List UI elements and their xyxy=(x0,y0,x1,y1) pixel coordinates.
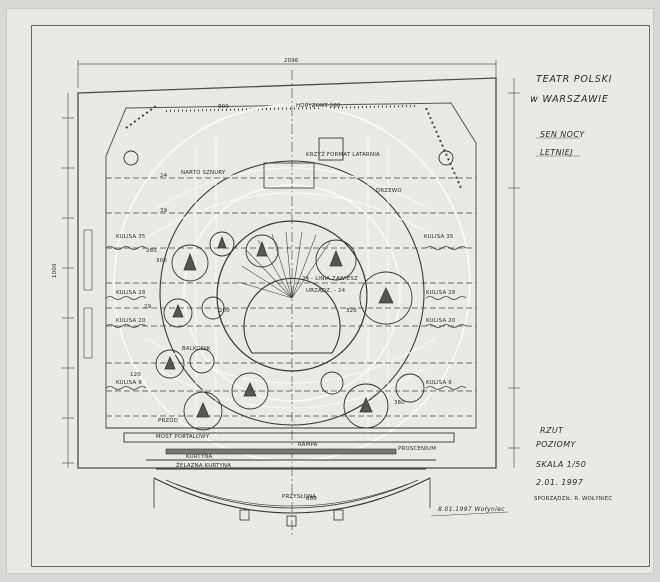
hatch-left xyxy=(125,105,157,129)
batten-24: 24 xyxy=(160,173,168,179)
right-ruler xyxy=(508,78,520,468)
dim-top-width: 2096 xyxy=(284,58,299,64)
play-title-1: SEN NOCY xyxy=(540,130,585,139)
num-120: 120 xyxy=(130,372,141,378)
krzyz-label: KRZYŻ FORMAT LATARNIA xyxy=(306,152,380,158)
left-ruler xyxy=(62,93,93,468)
drawing-type-1: RZUT xyxy=(540,426,564,435)
kulisa-20-left: KULISA 20 xyxy=(116,318,146,324)
dim-800: 800 xyxy=(218,104,229,110)
proscenium-label: PROSCENIUM xyxy=(398,446,437,452)
date-label: 2.01. 1997 xyxy=(536,478,584,487)
num-300: 300 xyxy=(156,258,167,264)
num-280: 280 xyxy=(146,248,157,254)
num-200: 200 xyxy=(219,308,230,314)
kulisa-9-left: KULISA 9 xyxy=(116,380,142,386)
line-24-label: 24 - LINIA ZAWIESZ xyxy=(302,276,358,282)
drawing-frame xyxy=(31,25,650,567)
narto-label: NARTO SZNURY xyxy=(181,170,226,176)
num-360: 360 xyxy=(394,400,405,406)
theatre-city: w WARSZAWIE xyxy=(530,94,609,105)
forestage xyxy=(153,477,431,514)
revolve-inner xyxy=(216,220,368,372)
batten-29: 29 xyxy=(144,304,152,310)
most-portalowy-label: MOST PORTALOWY xyxy=(156,434,210,440)
kulisa-28-left: KULISA 28 xyxy=(116,290,146,296)
curtain-bar xyxy=(165,448,397,455)
narto-box xyxy=(263,162,315,189)
stamp-signature: 8.01.1997 Wołyniec xyxy=(438,506,505,513)
batten-lines xyxy=(106,177,476,417)
przyslona-label: PRZYSŁONA xyxy=(282,494,317,500)
kurtyna-label: KURTYNA xyxy=(186,454,213,460)
kulisa-28-right: KULISA 28 xyxy=(426,290,456,296)
revolve-outer xyxy=(159,160,425,426)
stage-plan-drawing xyxy=(62,60,580,538)
hatch-right xyxy=(425,107,462,189)
fan-rays xyxy=(237,231,331,299)
lantern-box xyxy=(318,137,344,161)
horizont-label: HORYZONT 580 xyxy=(296,103,341,109)
kulisa-20-right: KULISA 20 xyxy=(426,318,456,324)
balkonik-label: BALKONIK xyxy=(182,346,211,352)
revolve-mid xyxy=(183,184,401,402)
drzewo-label: DRZEWO xyxy=(376,188,402,194)
num-880: 880 xyxy=(306,496,317,502)
batten-39: 39 xyxy=(160,208,168,214)
urzadz-label: URZĄDZ. - 24 xyxy=(306,288,346,294)
audience-grid xyxy=(145,138,437,438)
kulisa-9-right: KULISA 9 xyxy=(426,380,452,386)
tree-triangles xyxy=(164,235,394,418)
stage-outline xyxy=(77,77,497,469)
drawing-sheet: TEATR POLSKI w WARSZAWIE SEN NOCY LETNIE… xyxy=(6,8,654,574)
zelazna-label: ŻELAZNA KURTYNA xyxy=(176,463,232,469)
kulisa-waves xyxy=(105,246,467,390)
drawing-type-2: POZIOMY xyxy=(536,440,576,449)
hatch-top xyxy=(165,105,417,112)
kulisa-35-right: KULISA 35 xyxy=(424,234,454,240)
signature-line xyxy=(430,511,509,517)
play-title-2: LETNIEJ xyxy=(540,148,573,157)
scale-label: SKALA 1/50 xyxy=(536,460,587,469)
num-320: 320 xyxy=(346,308,357,314)
kulisa-35-left: KULISA 35 xyxy=(116,234,146,240)
przod-label: PRZÓD xyxy=(158,418,179,424)
portal-bridge xyxy=(123,432,455,443)
author-label: SPORZĄDZIŁ: R. WOŁYNIEC xyxy=(534,496,613,502)
dim-left: 1000 xyxy=(52,263,58,278)
rampa-label: RAMPA xyxy=(298,442,318,448)
theatre-name: TEATR POLSKI xyxy=(536,74,613,85)
